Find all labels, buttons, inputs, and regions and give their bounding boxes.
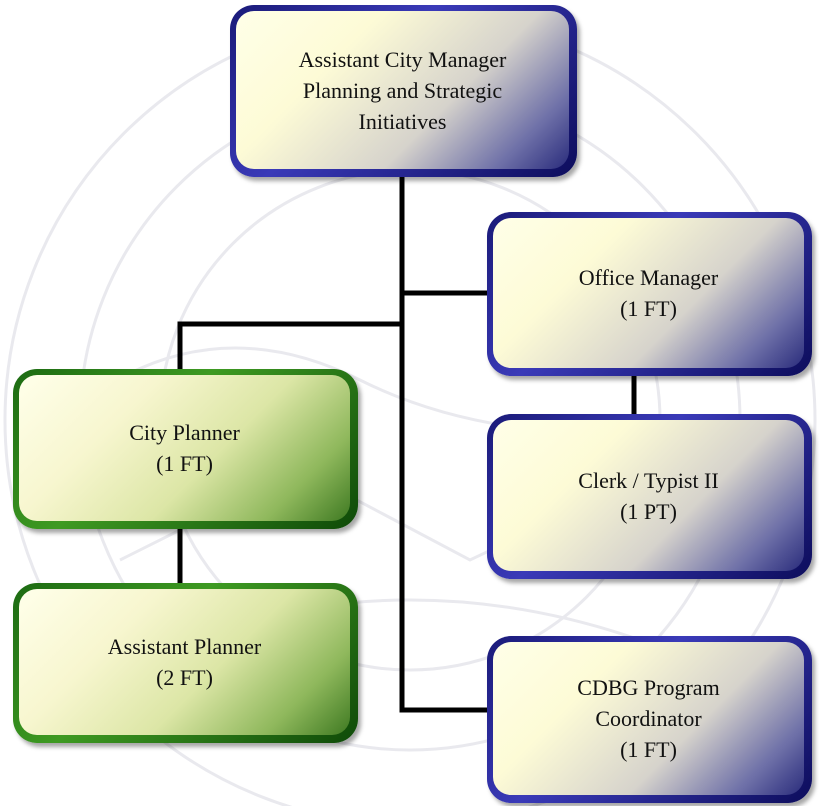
node-clerk-typist-body: Clerk / Typist II (1 PT) [493,420,804,571]
node-headcount: (1 FT) [620,296,677,321]
node-title-line-1: CDBG Program [577,675,720,700]
node-title: Clerk / Typist II [578,467,719,493]
node-title: City Planner [129,420,240,445]
node-office-manager-body: Office Manager (1 FT) [493,218,804,368]
node-assistant-city-manager-body: Assistant City Manager Planning and Stra… [236,11,569,169]
node-cdbg-coordinator-body: CDBG Program Coordinator (1 FT) [493,642,804,795]
node-headcount: (1 PT) [620,498,677,524]
node-clerk-typist[interactable]: Clerk / Typist II (1 PT) [487,414,812,579]
node-title: Assistant Planner [107,634,262,659]
node-title: Office Manager [578,265,719,290]
node-title-line-3: Initiatives [358,108,447,134]
node-city-planner[interactable]: City Planner (1 FT) [13,369,358,529]
node-title-line-2: Planning and Strategic [302,77,503,103]
node-headcount: (2 FT) [156,665,213,690]
node-assistant-city-manager[interactable]: Assistant City Manager Planning and Stra… [230,5,577,177]
node-headcount: (1 FT) [156,451,213,476]
node-cdbg-coordinator[interactable]: CDBG Program Coordinator (1 FT) [487,636,812,803]
node-office-manager[interactable]: Office Manager (1 FT) [487,212,812,376]
node-title-line-2: Coordinator [595,706,702,731]
node-title-line-1: Assistant City Manager [298,46,507,72]
node-headcount: (1 FT) [620,737,677,762]
node-city-planner-body: City Planner (1 FT) [19,375,350,521]
node-assistant-planner[interactable]: Assistant Planner (2 FT) [13,583,358,743]
node-assistant-planner-body: Assistant Planner (2 FT) [19,589,350,735]
